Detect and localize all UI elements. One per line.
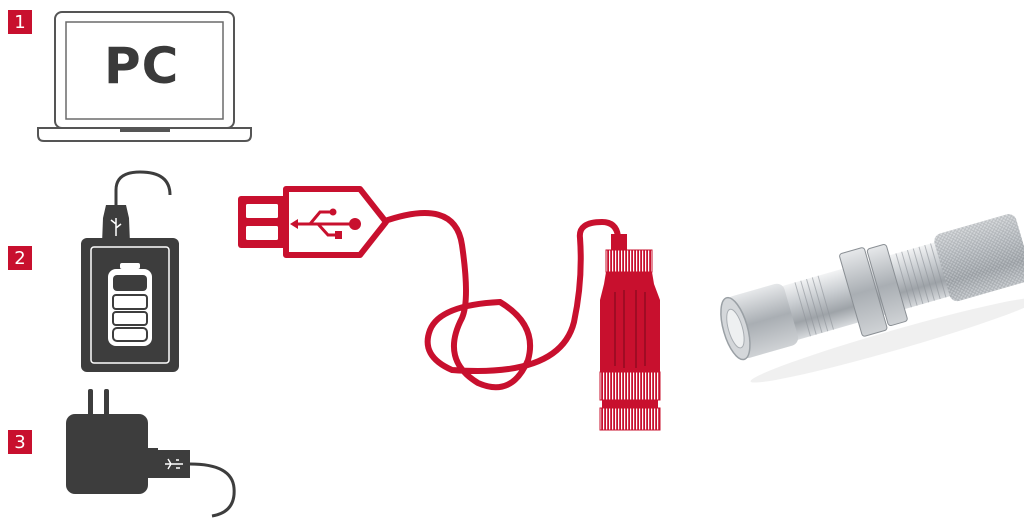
option-number-badge: 2	[8, 246, 32, 270]
usb-plug	[238, 189, 386, 255]
option-number-badge: 3	[8, 430, 32, 454]
wall-charger-icon	[66, 389, 234, 516]
option-number-badge: 1	[8, 10, 32, 34]
m12-connector	[600, 234, 660, 430]
usb-cable-icon	[238, 189, 660, 430]
pc-label: PC	[104, 36, 184, 96]
power-bank-icon	[81, 172, 179, 372]
sensor-icon	[712, 205, 1024, 395]
